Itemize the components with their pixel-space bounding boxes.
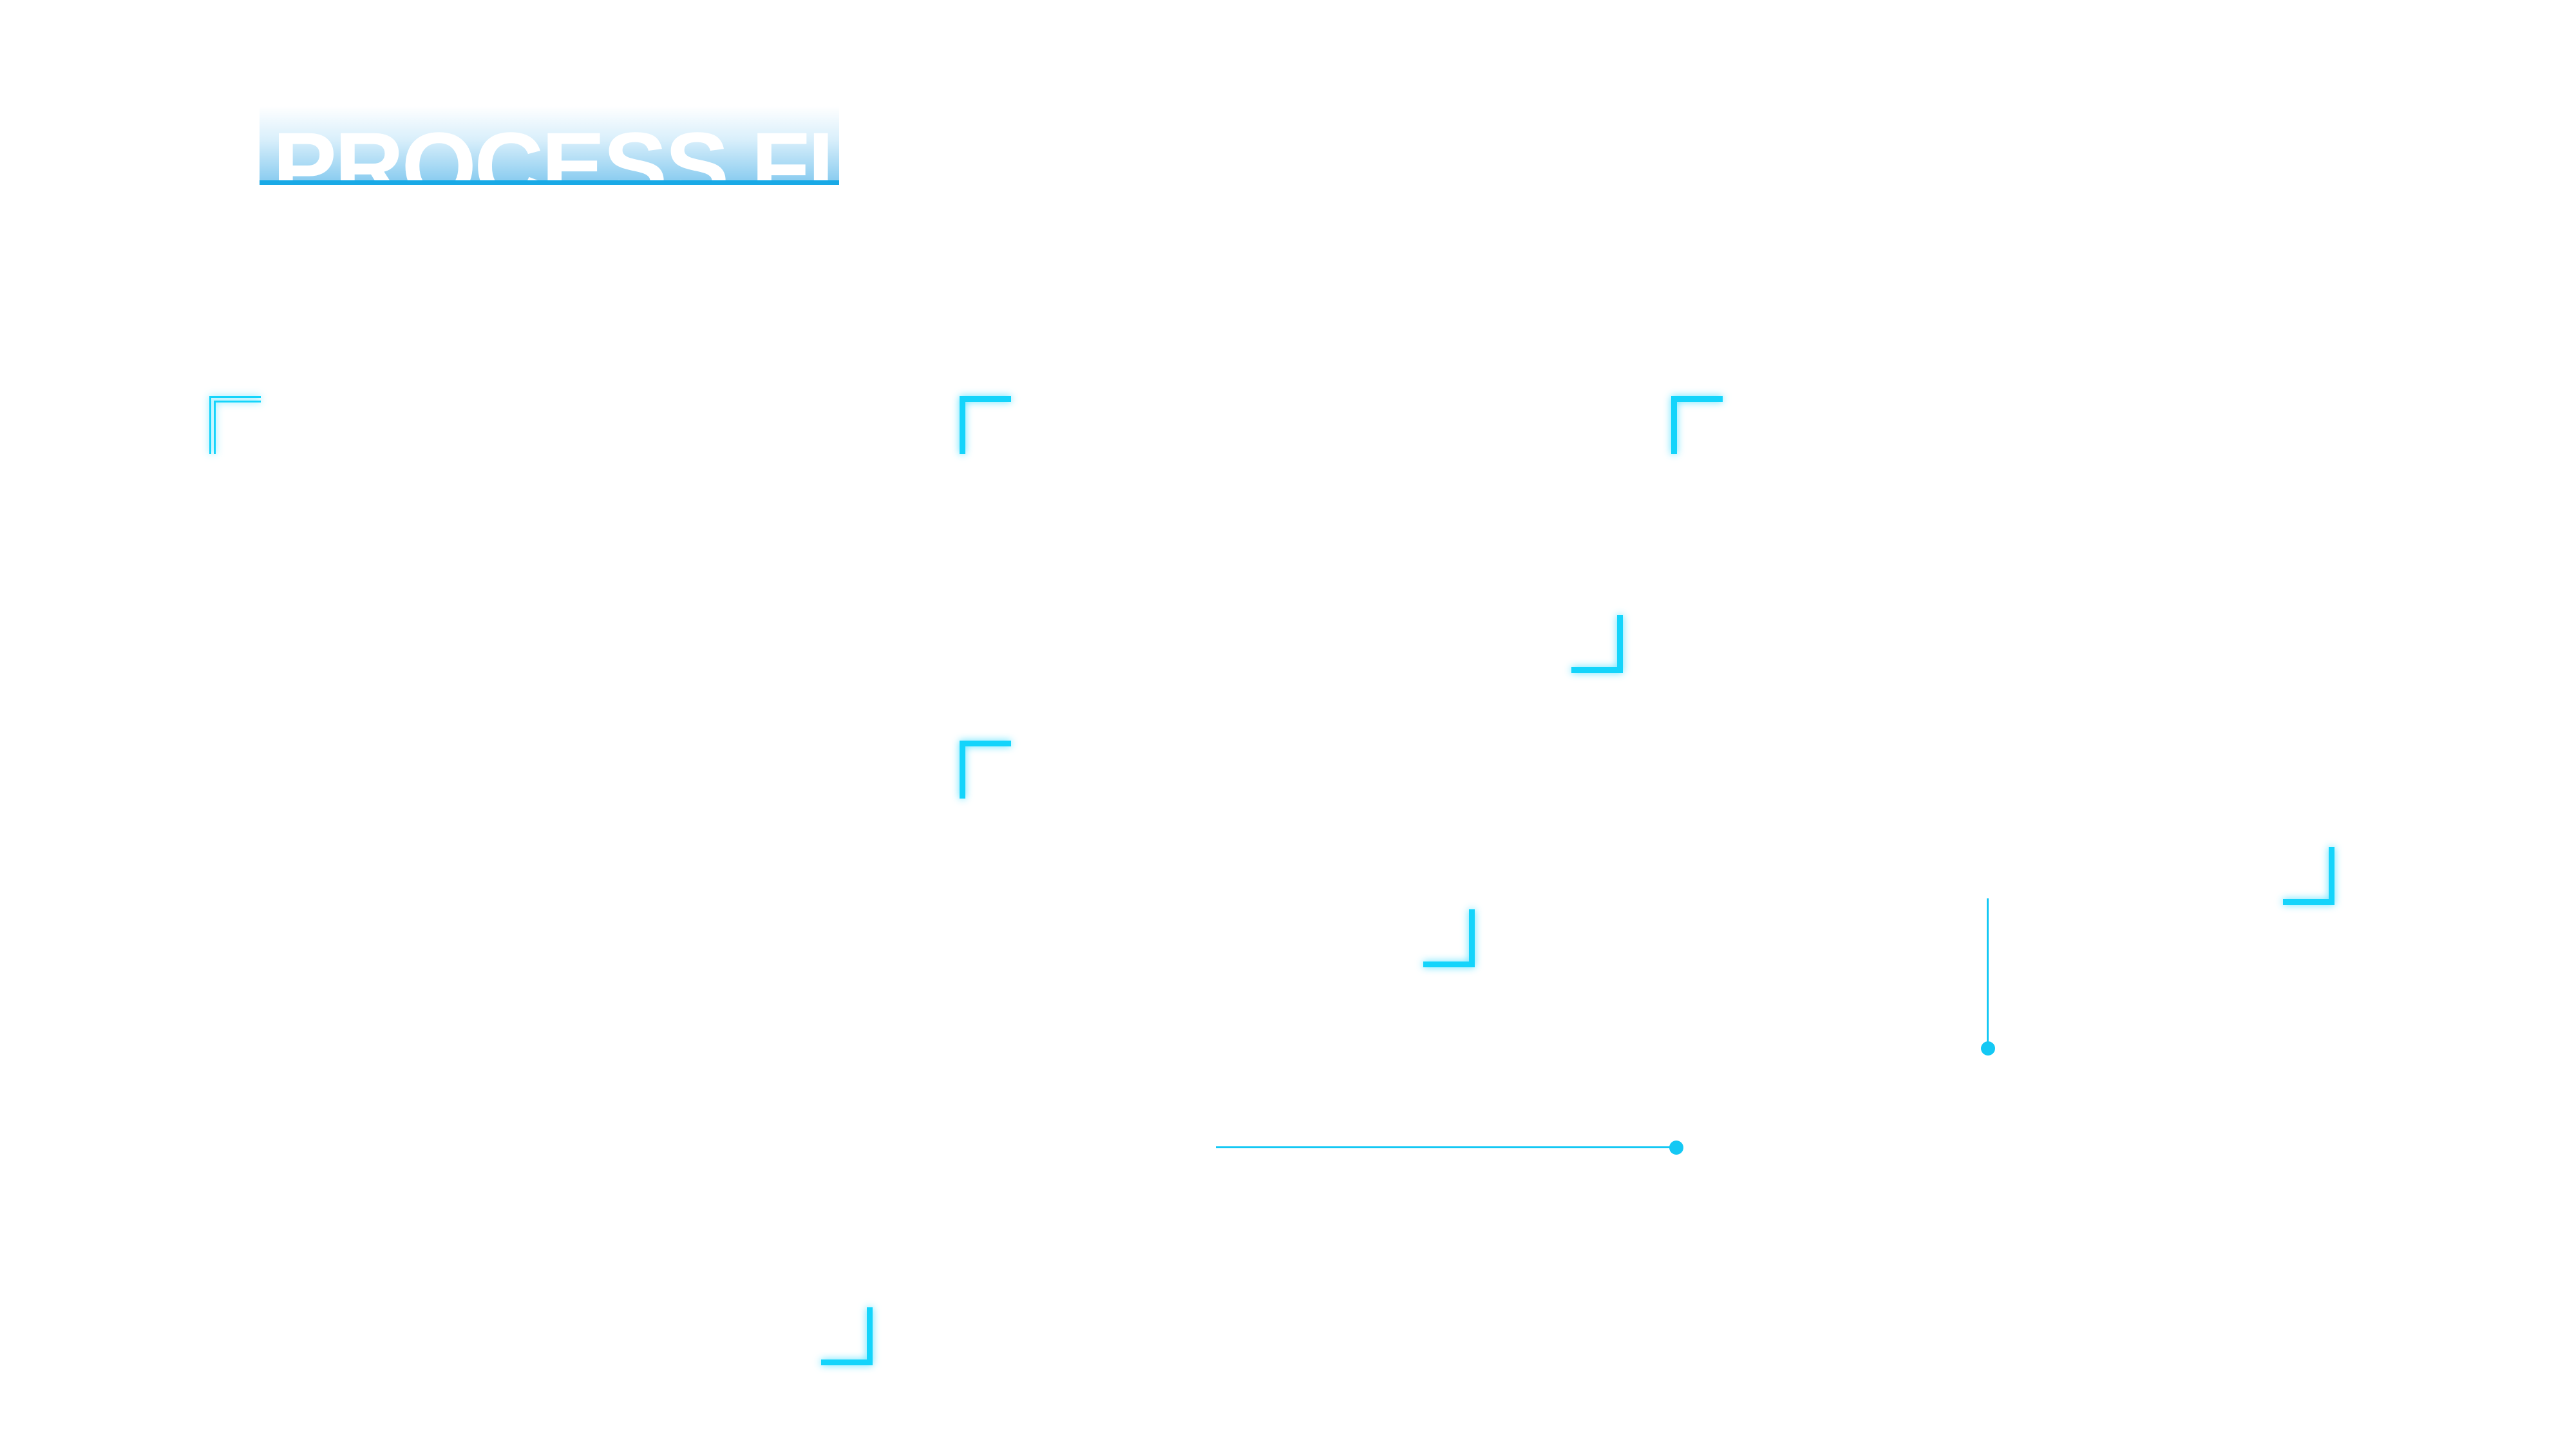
frame-1-top-left-corner: [209, 396, 261, 454]
frame-3-top-left-corner: [960, 741, 1011, 799]
frame-4-top-left-corner: [1671, 396, 1723, 454]
connector-vertical-end-dot: [1981, 1041, 1995, 1056]
connector-horizontal-end-dot: [1669, 1141, 1683, 1155]
frame-2-bottom-right-corner: [1571, 615, 1623, 673]
frame-4-bottom-right-corner: [2283, 847, 2334, 905]
title-banner: PROCESS FLOW: [260, 106, 839, 185]
slide-title: PROCESS FLOW: [272, 112, 839, 185]
frame-3-bottom-right-corner: [1423, 909, 1475, 967]
connector-horizontal-line: [1216, 1146, 1676, 1148]
frame-1-bottom-right-corner: [821, 1307, 873, 1365]
frame-2-top-left-corner: [960, 396, 1011, 454]
connector-vertical-line: [1987, 898, 1989, 1050]
